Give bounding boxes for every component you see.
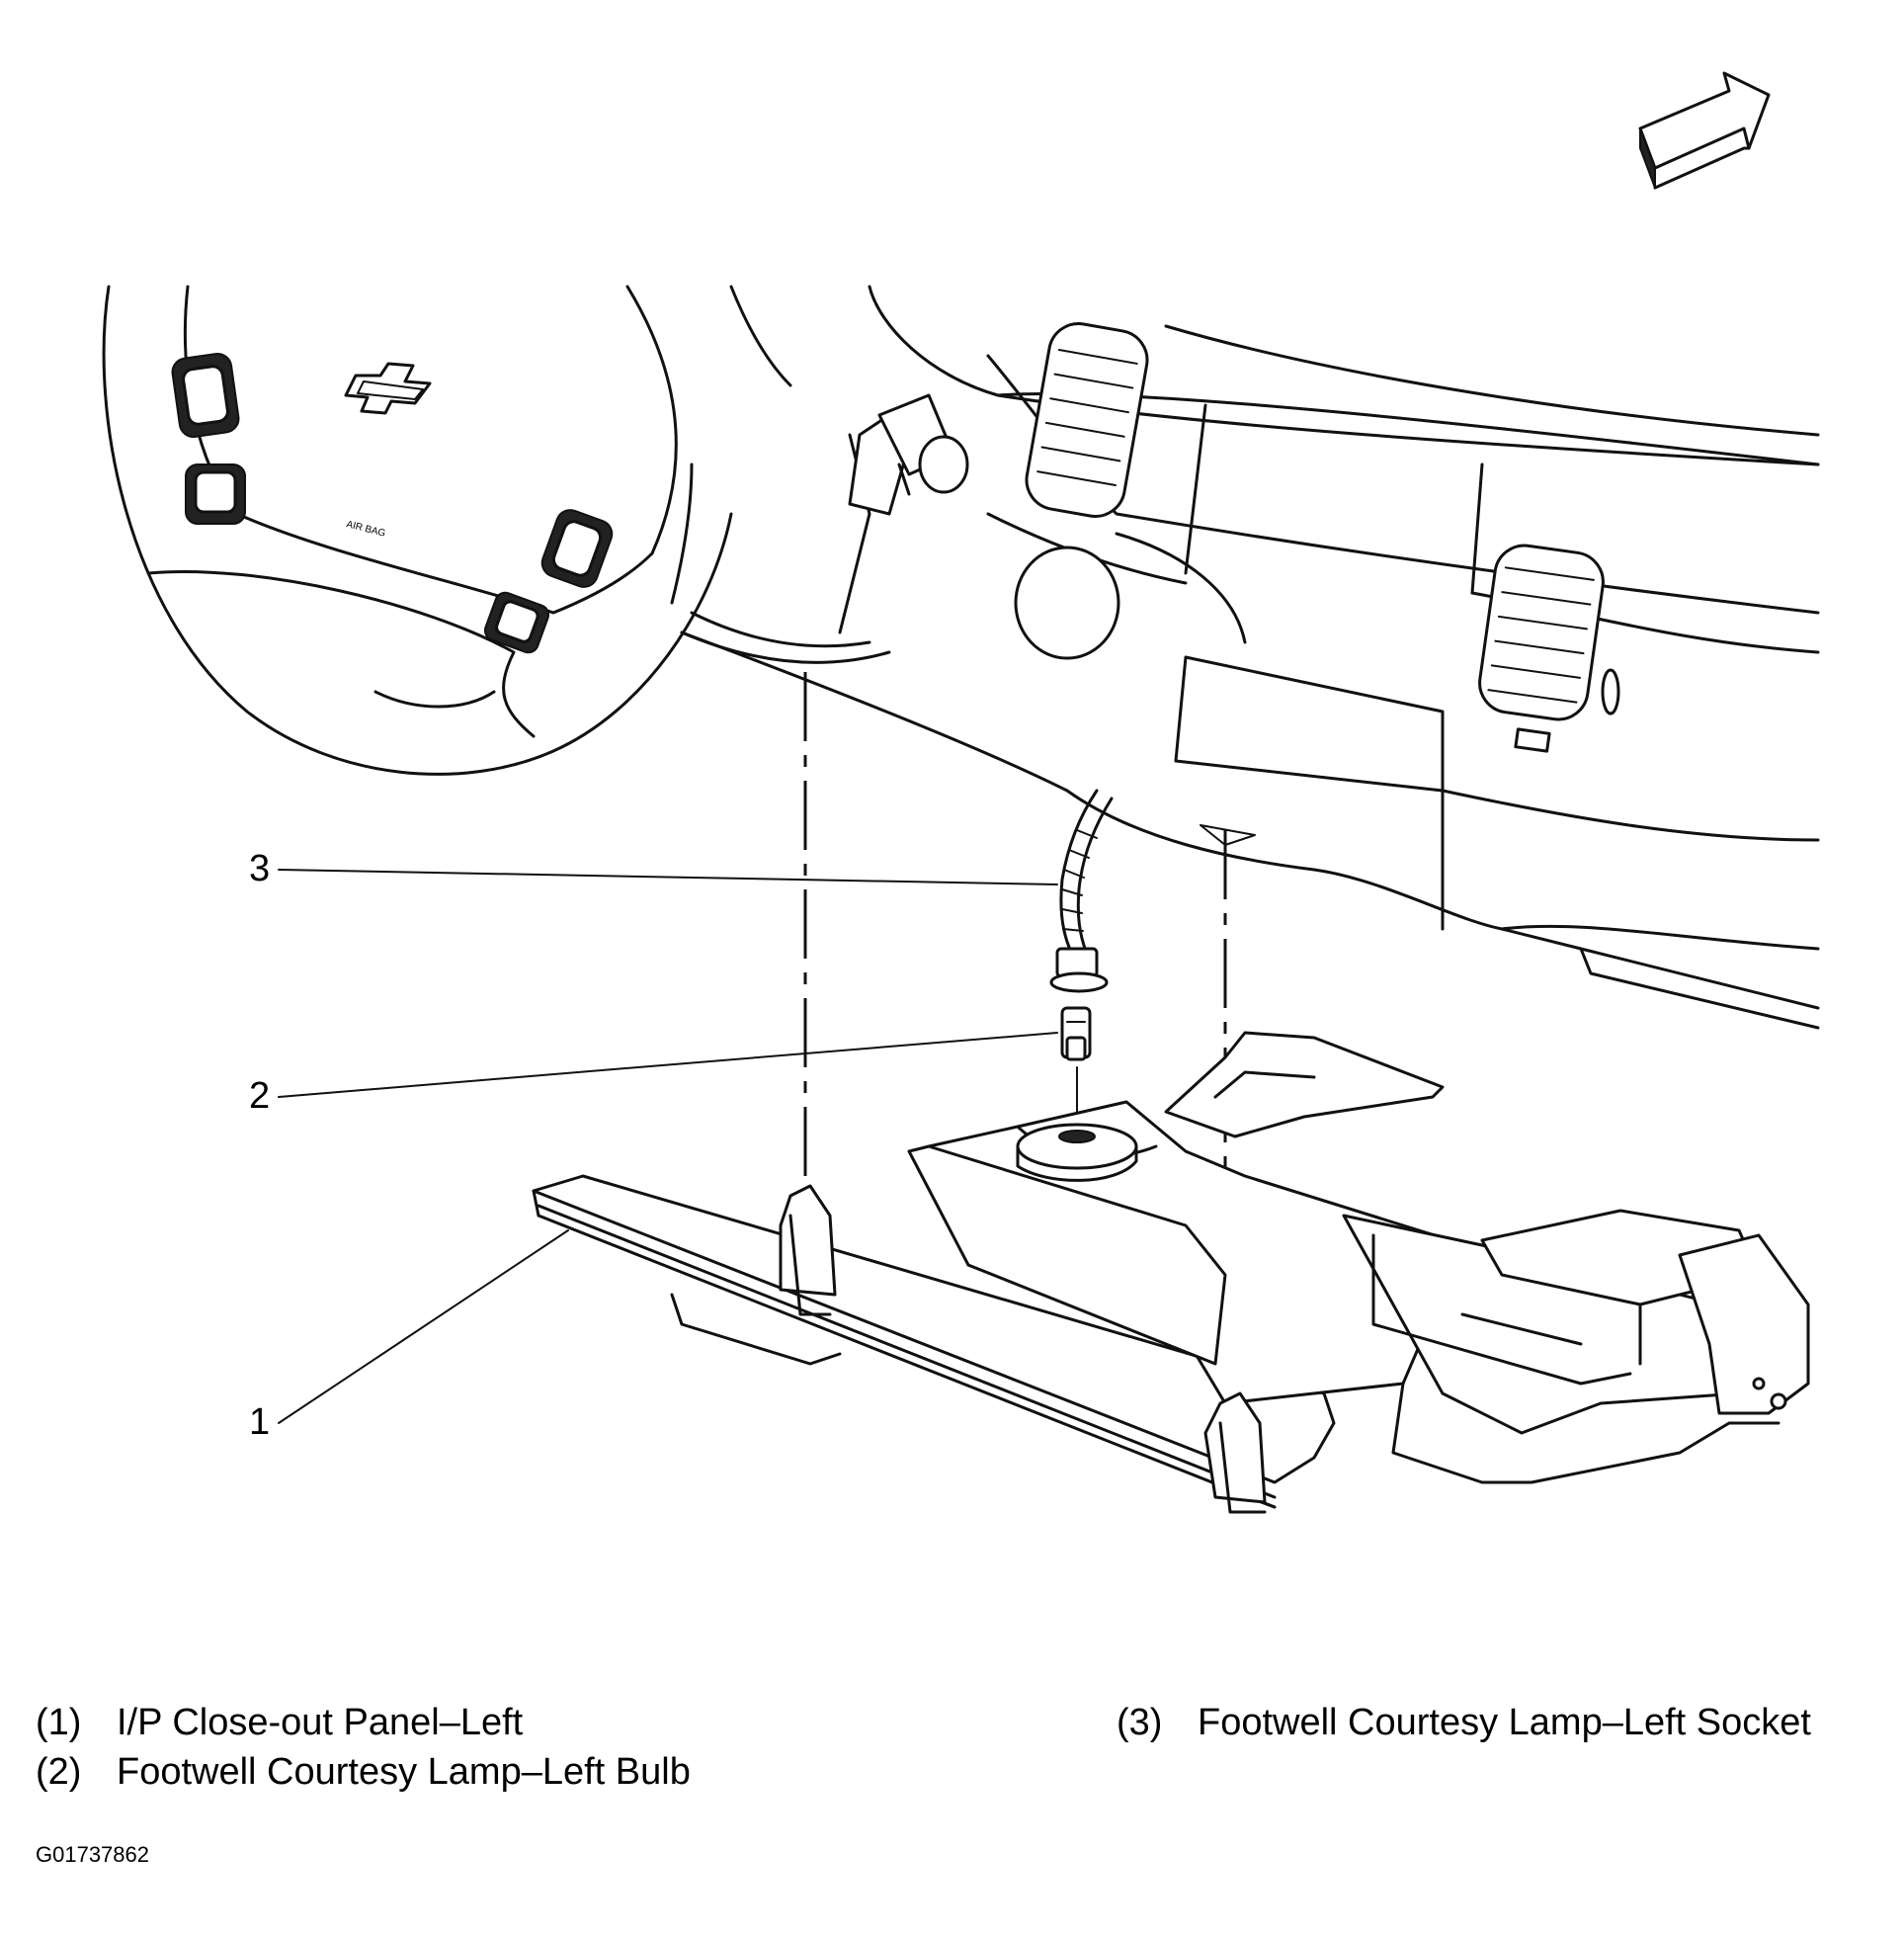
legend-item-1: (1) I/P Close-out Panel–Left: [36, 1702, 523, 1744]
legend-label: Footwell Courtesy Lamp–Left Bulb: [117, 1751, 691, 1793]
steering-wheel: [104, 287, 731, 774]
legend-label: Footwell Courtesy Lamp–Left Socket: [1198, 1702, 1811, 1743]
figure-id: G01737862: [36, 1842, 149, 1867]
callout-2: 2: [249, 1075, 271, 1117]
callout-3: 3: [249, 848, 271, 889]
exploded-view-illustration: [0, 0, 1904, 1601]
lamp-bulb: [1062, 1008, 1090, 1059]
steering-column: [672, 287, 967, 662]
legend-item-2: (2) Footwell Courtesy Lamp–Left Bulb: [36, 1751, 691, 1794]
legend-number: (2): [36, 1751, 82, 1793]
direction-arrow-icon: [1640, 73, 1769, 188]
instrument-panel: [682, 287, 1818, 1028]
lamp-socket-harness: [1051, 791, 1112, 991]
legend-label: I/P Close-out Panel–Left: [117, 1702, 524, 1743]
callout-leaders: [279, 870, 1057, 1423]
close-out-panel: [534, 1033, 1808, 1512]
legend-number: (3): [1117, 1702, 1163, 1743]
legend-item-3: (3) Footwell Courtesy Lamp–Left Socket: [1117, 1702, 1811, 1744]
legend-number: (1): [36, 1702, 82, 1743]
callout-1: 1: [249, 1401, 271, 1443]
